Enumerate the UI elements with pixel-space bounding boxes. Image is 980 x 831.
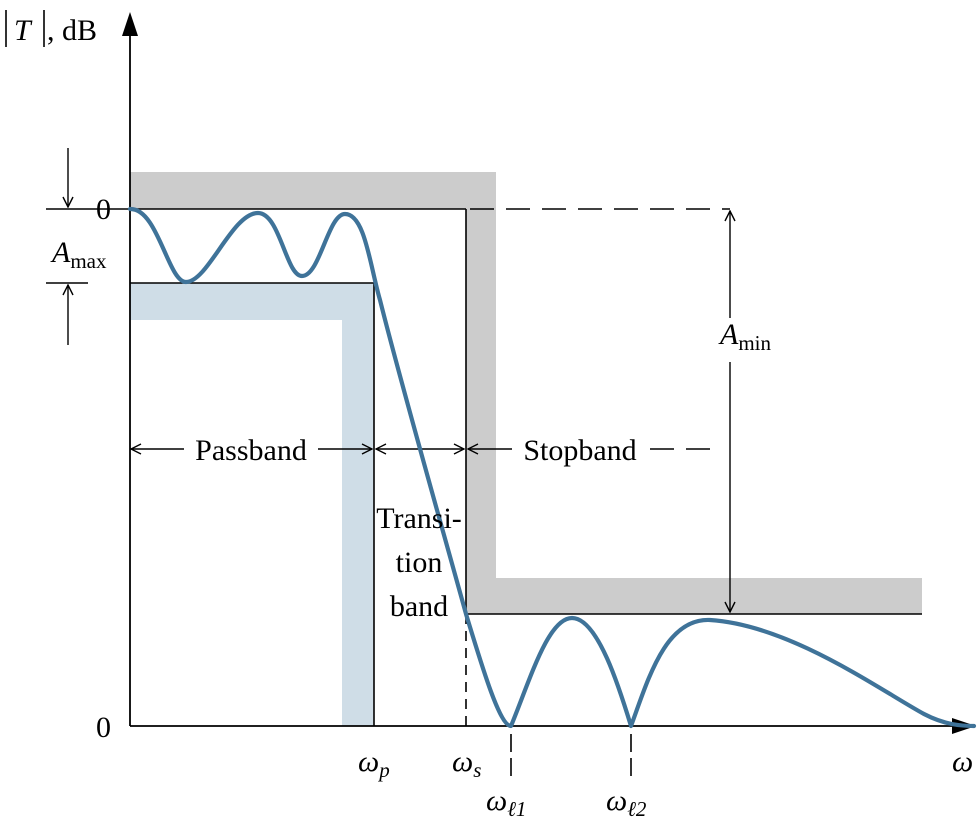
omega-s-label: ωs — [452, 745, 481, 782]
y-tick-bottom-label: 0 — [96, 711, 111, 744]
stopband-label: Stopband — [523, 434, 636, 467]
dashed-guides — [465, 208, 730, 778]
passband-label: Passband — [195, 434, 307, 467]
a-min-label: Amin — [718, 318, 771, 355]
y-axis-label-unit: , dB — [47, 14, 97, 47]
a-max-label: Amax — [50, 236, 107, 273]
passband-spec-band — [130, 283, 374, 726]
y-tick-top-label: 0 — [96, 193, 111, 226]
omega-p-label: ωp — [358, 745, 390, 782]
omega-l1-label: ωℓ1 — [486, 784, 526, 821]
transition-label-line1: Transi- — [376, 502, 462, 535]
stopband-spec-band — [130, 172, 922, 614]
response-curve — [127, 206, 977, 729]
transition-label-line2: tion — [396, 546, 443, 579]
transition-label-line3: band — [390, 590, 448, 623]
omega-l2-label: ωℓ2 — [606, 784, 647, 821]
y-axis-arrowhead — [122, 12, 138, 36]
spec-lines — [130, 208, 922, 726]
y-axis-label: T , dB — [5, 10, 97, 47]
y-axis-label-T: T — [14, 14, 33, 47]
x-axis-label-omega: ω — [952, 745, 973, 778]
